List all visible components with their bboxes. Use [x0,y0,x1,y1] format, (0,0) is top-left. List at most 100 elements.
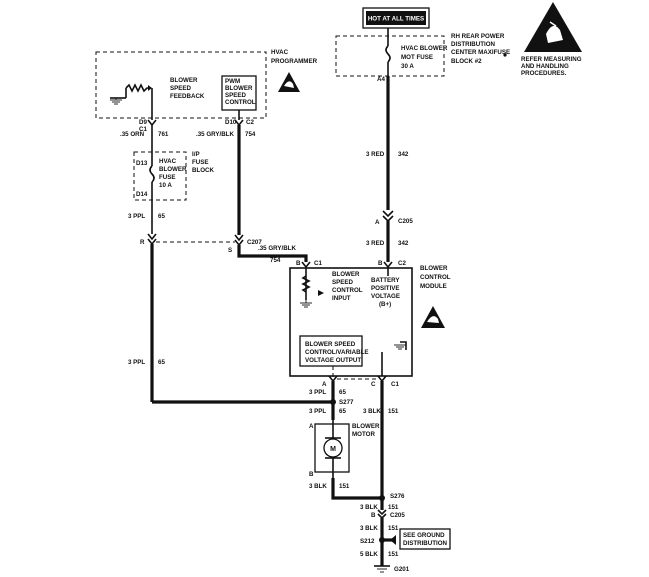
ground-symbol-programmer [110,99,122,105]
see-ground-label-2: DISTRIBUTION [403,540,448,547]
g201-label: G201 [394,566,410,573]
hvac-fuse-label-3: FUSE [159,174,176,181]
circuit-65-top-label: 65 [158,213,165,220]
rh-rear-label-1: RH REAR POWER [451,33,505,40]
hvac-blower-fuse-label-1: HVAC BLOWER [401,45,448,52]
esd-small-icon-programmer [278,72,300,92]
pin-d9-label: D9 [139,119,147,126]
pin-b-c1-label: B [296,260,301,267]
module-c1-connector [301,261,311,269]
c207-gry-connector-upper [234,234,244,242]
pin-b-c205-label: B [371,512,376,519]
see-ground-distribution-box [399,528,451,550]
pwm-label-1: PWM [225,78,240,85]
bpv-label-2: POSITIVE [371,285,400,292]
refer-label-1: REFER MEASURING [521,56,582,63]
circuit-754-top-label: 754 [245,131,256,138]
blower-control-module-box [289,267,413,377]
s212-label: S212 [360,538,375,545]
hvac-blower-fuse-label-2: MOT FUSE [401,54,433,61]
refer-label-2: AND HANDLING [521,63,569,70]
wire-3-blk-right-label: 3 BLK [363,408,381,415]
wire-5-blk-label: 5 BLK [360,551,378,558]
circuit-342-upper-label: 342 [398,151,409,158]
c207-label: C207 [247,239,262,246]
bcm-label-1: BLOWER [420,265,448,272]
wire-3-red-mid-label: 3 RED [366,240,385,247]
pin-d9-connector [147,119,157,127]
hot-at-all-times-box: HOT AT ALL TIMES [362,7,430,29]
wire-3-blk-s276-label: 3 BLK [360,504,378,511]
pin-d10-label: D10 [225,119,237,126]
circuit-761-label: 761 [158,131,169,138]
wire-3-ppl-s277a-label: 3 PPL [309,389,326,396]
rh-rear-label-4: BLOCK #2 [451,58,482,65]
pwm-label-4: CONTROL [225,99,256,106]
ground-symbol-module-right [394,344,406,350]
bsci-label-4: INPUT [332,295,351,302]
c205-top-connector-upper [382,210,394,218]
rh-rear-label-2: DISTRIBUTION [451,41,496,48]
hvac-programmer-outline [95,51,267,119]
blower-motor-box [314,423,350,473]
c207-ppl-connector-upper [147,233,157,241]
pwm-label-3: SPEED [225,92,247,99]
wire-3-ppl-top-label: 3 PPL [128,213,145,220]
ip-fuse-label-1: I/P [192,151,200,158]
pin-a-c205-label: A [375,219,380,226]
feedback-arrow-icon [148,85,152,91]
circuit-65-s277a-label: 65 [339,389,346,396]
hot-at-all-times-label: HOT AT ALL TIMES [368,16,424,23]
wire-035-gry-blk-2-label: .35 GRY/BLK [258,245,296,252]
rh-rear-fuse-block-outline [335,35,445,77]
bcm-label-2: CONTROL [420,274,451,281]
pin-c-bottom-label: C [371,381,376,388]
module-c2-label: C2 [398,260,406,267]
ip-fuse-label-2: FUSE [192,159,209,166]
wire-3-ppl-left-label: 3 PPL [128,359,145,366]
blower-speed-feedback-label-2: SPEED [170,85,192,92]
hvac-fuse-label-1: HVAC [159,158,177,165]
pin-d13-label: D13 [136,160,148,167]
wire-3-ppl-s277b-label: 3 PPL [309,408,326,415]
pwm-label-2: BLOWER [225,85,253,92]
circuit-151-bottom-label: 151 [388,551,399,558]
s276-label: S276 [390,493,405,500]
blower-speed-feedback-label-1: BLOWER [170,77,198,84]
note-bullet [503,53,507,57]
pin-b-motor-label: B [309,471,314,478]
bsc-label-1: BLOWER SPEED [305,341,356,348]
pin-a-motor-label: A [309,423,314,430]
wire-3-red-upper-label: 3 RED [366,151,385,158]
pin-s-label: S [228,247,232,254]
pin-r-label: R [140,239,145,246]
wire-035-gry-blk-754-lower [237,245,308,262]
motor-label-1: BLOWER [352,423,380,430]
bcm-label-3: MODULE [420,283,447,290]
module-ground-wire [400,341,407,350]
see-ground-arrow-icon [390,535,396,545]
ip-fuse-label-3: BLOCK [192,167,215,174]
circuit-151-s212-label: 151 [388,525,399,532]
rh-rear-label-3: CENTER MAXIFUSE [451,49,510,56]
circuit-65-s277b-label: 65 [339,408,346,415]
circuit-65-left-label: 65 [158,359,165,366]
pin-b-c2-label: B [378,260,383,267]
bsci-label-2: SPEED [332,279,354,286]
blower-speed-control-output-box [299,335,363,367]
pin-d14-label: D14 [136,191,148,198]
hvac-programmer-label-1: HVAC [271,49,289,56]
c205-bottom-label: C205 [390,512,405,519]
feedback-resistor-icon [125,83,150,93]
circuit-342-mid-label: 342 [398,240,409,247]
pin-c2-top-label: C2 [246,119,254,126]
circuit-754-mid-label: 754 [270,257,281,264]
bpv-label-4: (B+) [379,301,391,308]
ground-symbol-g201 [374,565,390,573]
esd-warning-icon [524,2,582,52]
hvac-fuse-label-2: BLOWER [159,166,187,173]
wire-3-blk-151-motor [331,478,382,500]
bsc-label-3: VOLTAGE OUTPUT [305,357,361,364]
hvac-blower-mot-fuse-icon [385,45,391,63]
